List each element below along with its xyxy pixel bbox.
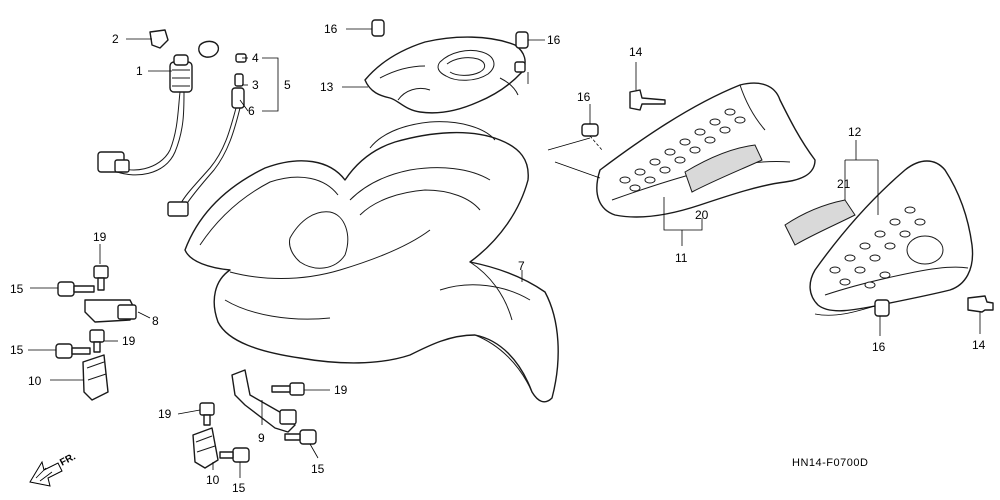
relay-holder-10b-part	[192, 427, 219, 469]
callout-5: 5	[284, 78, 291, 92]
diagram-code: HN14-F0700D	[792, 457, 868, 469]
callout-14-top: 14	[629, 45, 643, 59]
callout-7: 7	[518, 259, 525, 273]
callout-19-a: 19	[93, 230, 107, 244]
callout-19-d: 19	[334, 383, 348, 397]
bracket-9-part	[231, 369, 297, 433]
callout-2: 2	[112, 32, 119, 46]
ignition-switch-part	[97, 29, 247, 217]
callout-9: 9	[258, 431, 265, 445]
callout-15-c: 15	[232, 481, 246, 495]
front-fender-part	[184, 121, 559, 403]
callout-15-d: 15	[311, 462, 325, 476]
callout-labels: 2 1 4 3 5 6 16 16 13 14 16 12 21 20 11 7…	[10, 22, 986, 495]
callout-11: 11	[675, 251, 688, 265]
callout-20: 20	[695, 208, 709, 222]
fasteners	[55, 19, 994, 463]
callout-19-b: 19	[122, 334, 136, 348]
callout-16-mid: 16	[577, 90, 591, 104]
vent-holes-right	[619, 108, 746, 192]
front-direction-indicator: FR.	[29, 451, 78, 487]
side-cover-left-part	[784, 160, 974, 312]
side-cover-right-part	[596, 82, 816, 218]
vent-holes-left	[829, 206, 926, 289]
callout-6: 6	[248, 104, 255, 118]
callout-16-top-right: 16	[547, 33, 561, 47]
callout-10-a: 10	[28, 374, 42, 388]
callout-21: 21	[837, 177, 851, 191]
callout-1: 1	[136, 64, 143, 78]
callout-16-bottom: 16	[872, 340, 886, 354]
bracket-8-part	[84, 299, 137, 323]
leader-lines	[28, 28, 981, 478]
callout-15-b: 15	[10, 343, 24, 357]
top-cover-part	[364, 36, 526, 114]
callout-16-top-left: 16	[324, 22, 338, 36]
callout-3: 3	[252, 78, 259, 92]
callout-10-b: 10	[206, 473, 220, 487]
relay-holder-10a-part	[82, 354, 109, 401]
callout-15-a: 15	[10, 282, 24, 296]
arrow-icon	[29, 460, 63, 487]
callout-8: 8	[152, 314, 159, 328]
front-direction-label: FR.	[58, 451, 78, 468]
callout-13: 13	[320, 80, 334, 94]
callout-14-bottom: 14	[972, 338, 986, 352]
callout-19-c: 19	[158, 407, 172, 421]
callout-12: 12	[848, 125, 862, 139]
callout-4: 4	[252, 51, 259, 65]
